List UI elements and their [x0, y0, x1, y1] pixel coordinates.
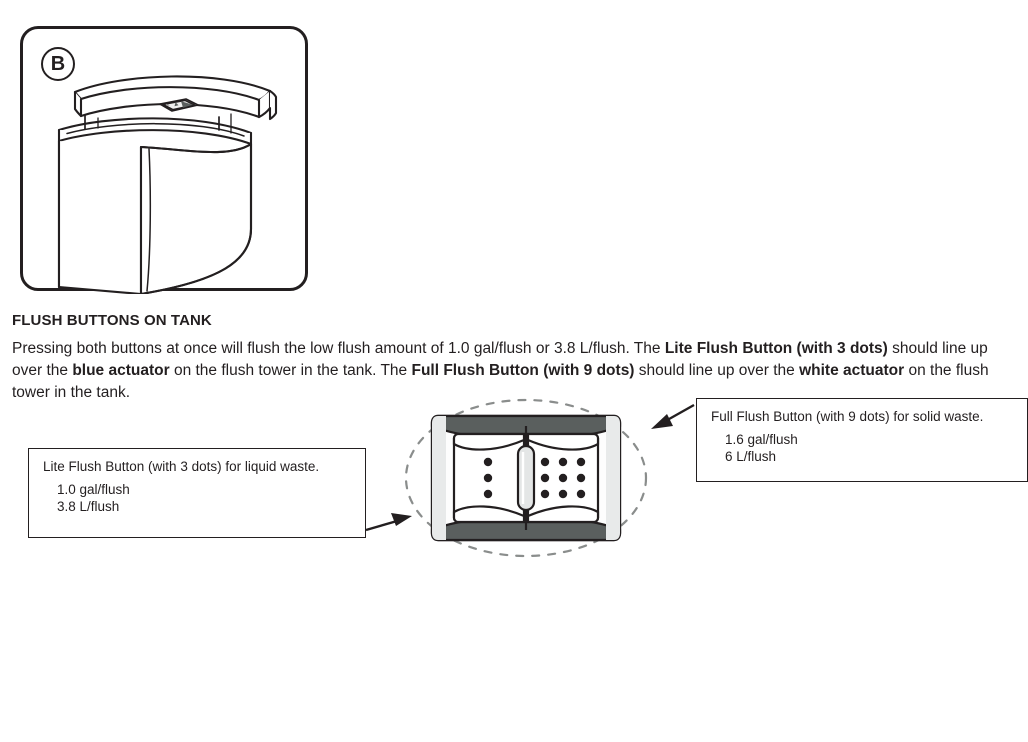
lite-flush-dots [483, 457, 493, 499]
paragraph-part-4: should line up over the [634, 362, 800, 379]
page-title: FLUSH BUTTONS ON TANK [12, 312, 212, 329]
full-flush-dots [540, 457, 586, 499]
illustration-panel: B [20, 26, 308, 294]
lite-flush-button-face[interactable] [452, 432, 526, 524]
step-badge-label: B [50, 53, 66, 75]
callout-full-title: Full Flush Button (with 9 dots) for soli… [711, 409, 984, 424]
paragraph-part-1: Pressing both buttons at once will flush… [12, 340, 665, 357]
step-badge-b: B [41, 47, 75, 81]
paragraph-part-2: should line up over the [12, 340, 988, 379]
body-paragraph: Pressing both buttons at once will flush… [12, 338, 1018, 404]
paragraph-bold-blue-actuator: blue actuator [72, 362, 170, 379]
callout-lite-value-gal: 1.0 gal/flush [57, 482, 130, 497]
callout-full-value-litre: 6 L/flush [725, 449, 777, 464]
toilet-tank-illustration [57, 75, 278, 294]
highlight-ellipse [404, 398, 648, 558]
paragraph-bold-full-flush-button: Full Flush Button (with 9 dots) [411, 362, 635, 379]
callout-full-value-gal: 1.6 gal/flush [725, 432, 798, 447]
paragraph-part-5: on the flush tower in the tank. [12, 362, 989, 401]
paragraph-bold-lite-flush-button: Lite Flush Button (with 3 dots) [664, 340, 888, 357]
callout-full-values: 1.6 gal/flush 6 L/flush [711, 431, 1017, 465]
callout-lite-flush: Lite Flush Button (with 3 dots) for liqu… [28, 448, 366, 538]
callout-lite-value-litre: 3.8 L/flush [57, 499, 120, 514]
full-flush-button-face[interactable] [526, 432, 600, 524]
callout-full-flush: Full Flush Button (with 9 dots) for soli… [696, 398, 1028, 482]
paragraph-part-3: on the flush tower in the tank. The [169, 362, 412, 379]
callout-lite-title: Lite Flush Button (with 3 dots) for liqu… [43, 459, 320, 474]
center-divider [516, 426, 536, 530]
paragraph-bold-white-actuator: white actuator [799, 362, 905, 379]
callout-lite-values: 1.0 gal/flush 3.8 L/flush [43, 481, 355, 515]
flush-button-plate-diagram [404, 398, 648, 558]
